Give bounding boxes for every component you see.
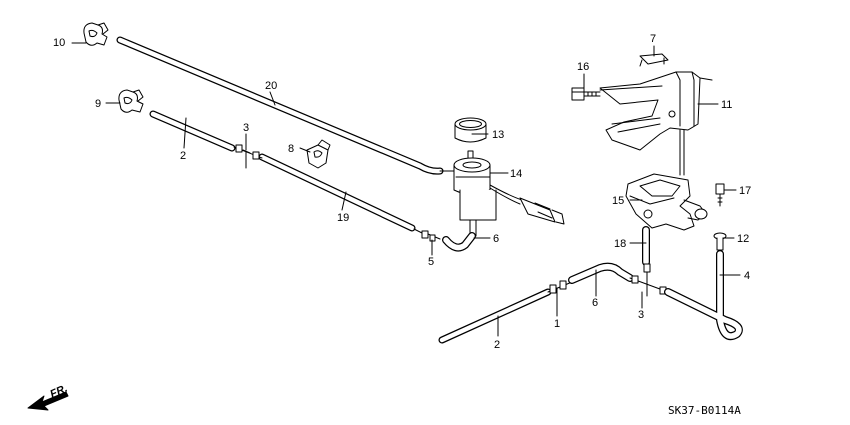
hose-19: [258, 153, 416, 232]
callout-5: 5: [428, 256, 434, 268]
callout-labels: 10 9 2 3 8 20 19 5 6 13 14 7 16 11 15 17…: [48, 33, 751, 417]
callout-8: 8: [288, 143, 294, 155]
hose-18: [642, 226, 651, 285]
callout-3-upper: 3: [243, 122, 249, 134]
leader-lines: [71, 42, 741, 337]
clip-8: [306, 139, 331, 169]
callout-1: 1: [554, 318, 560, 330]
callout-20: 20: [265, 80, 277, 92]
callout-12: 12: [737, 233, 749, 245]
bolt-16: [571, 87, 601, 101]
callout-4: 4: [744, 270, 750, 282]
reference-code: SK37-B0114A: [668, 404, 741, 417]
callout-17: 17: [739, 185, 751, 197]
direction-label: FR.: [48, 383, 69, 401]
joint-3-lower: [629, 275, 669, 297]
bracket-7: [639, 53, 669, 67]
callout-14: 14: [510, 168, 522, 180]
cap-12: [713, 232, 727, 251]
callout-19: 19: [337, 212, 349, 224]
hose-2-upper: [149, 110, 236, 152]
callout-18: 18: [614, 238, 626, 250]
callout-10: 10: [53, 37, 65, 49]
hose-4: [664, 250, 743, 341]
hose-6-upper: [442, 232, 476, 252]
callout-13: 13: [492, 129, 504, 141]
screw-17: [715, 183, 725, 207]
fitting-5: [413, 228, 441, 242]
callout-9: 9: [95, 98, 101, 110]
callout-11: 11: [721, 99, 732, 111]
sensor-15: [625, 173, 708, 231]
valve-14: [439, 150, 565, 237]
callout-3-lower: 3: [638, 309, 644, 321]
callout-6-lower: 6: [592, 297, 598, 309]
joint-3-upper: [233, 144, 263, 169]
hose-2-lower: [438, 288, 552, 344]
callout-2-upper: 2: [180, 150, 186, 162]
fitting-1: [547, 280, 573, 294]
hose-20: [116, 36, 444, 175]
callout-7: 7: [650, 33, 656, 45]
front-arrow-icon: [27, 391, 69, 411]
callout-16: 16: [577, 61, 589, 73]
cap-13: [454, 117, 487, 143]
bracket-11: [599, 71, 713, 176]
callout-6-upper: 6: [493, 233, 499, 245]
callout-2-lower: 2: [494, 339, 500, 351]
clip-10: [83, 22, 109, 46]
hose-6-lower: [568, 262, 634, 284]
clip-9: [118, 89, 144, 113]
callout-15: 15: [612, 195, 624, 207]
